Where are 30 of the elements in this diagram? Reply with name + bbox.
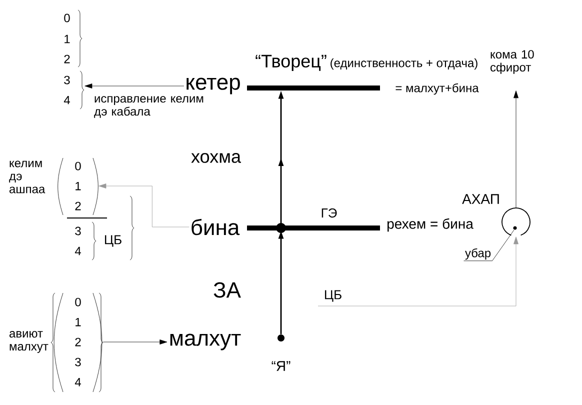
caption-text: “Я” xyxy=(272,361,290,371)
caption-text: АХАП xyxy=(462,194,499,204)
arrow xyxy=(514,90,518,208)
bracketed-numbers: 0 1 2 3 4 xyxy=(50,292,104,392)
caption-text: авиют малхут xyxy=(10,331,48,353)
arrow xyxy=(98,184,190,228)
edge-label: ЦБ xyxy=(322,289,344,303)
level-label: ЦБ xyxy=(105,235,122,247)
sefira-label: малхут xyxy=(170,334,241,350)
arrow xyxy=(84,84,184,88)
number-label: 4 xyxy=(74,246,81,256)
sefira-label: бина xyxy=(192,218,240,236)
braced-numbers: 3 4 xyxy=(64,70,84,110)
note-text: (единственность + отдача) xyxy=(330,58,478,70)
point-dot xyxy=(278,334,284,342)
number-label: 1 xyxy=(64,34,70,44)
number-label: 0 xyxy=(64,14,70,22)
arrow xyxy=(318,236,518,306)
loop-symbol xyxy=(502,208,530,236)
arrow xyxy=(103,340,168,344)
caption-text: келим дэ ашпаа xyxy=(9,160,46,194)
number-label: 3 xyxy=(75,226,81,236)
callout-text: убар xyxy=(465,248,491,260)
sefira-label: кетер xyxy=(186,78,240,94)
note-text: = малхут+бина xyxy=(396,83,479,95)
bracketed-numbers: 0 1 2 xyxy=(58,158,98,216)
note-text: кома 10 сфирот xyxy=(490,50,534,74)
level-label: ЗА xyxy=(214,282,241,298)
leader-line xyxy=(464,230,514,262)
level-label: хохма xyxy=(191,153,241,163)
